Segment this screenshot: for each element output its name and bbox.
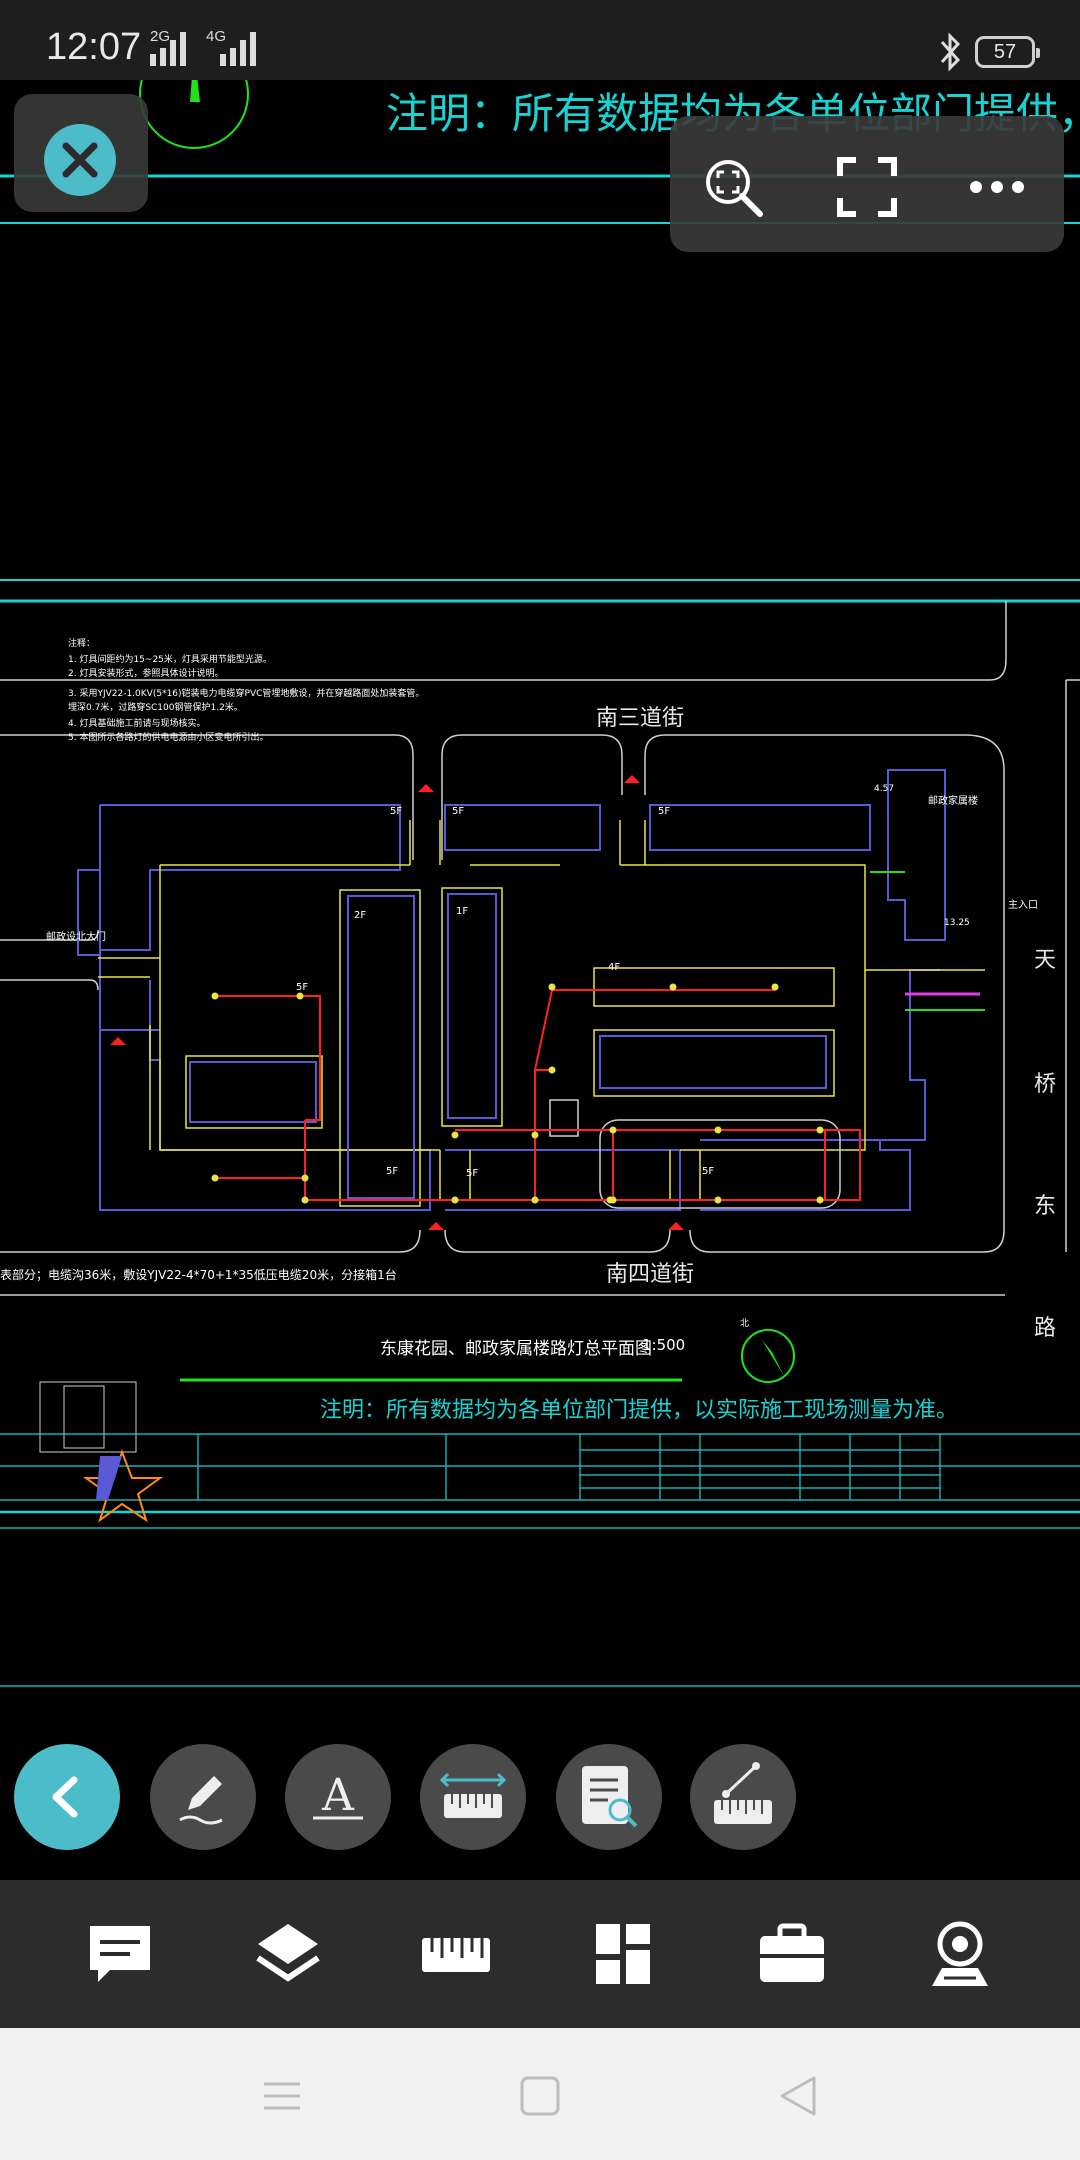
3d-view-button[interactable] — [920, 1914, 1000, 1994]
fullscreen-icon — [837, 157, 897, 217]
back-triangle-icon — [780, 2076, 816, 2116]
home-nav-button[interactable] — [512, 2068, 568, 2124]
zoom-region-icon — [706, 160, 763, 217]
3d-view-icon — [932, 1921, 988, 1986]
floor-label: 1F — [456, 906, 469, 917]
measure-length-button[interactable] — [420, 1744, 526, 1850]
floor-label: 4F — [608, 962, 621, 973]
building-label: 邮政家属楼 — [928, 796, 978, 807]
north-label: 北 — [740, 1319, 750, 1329]
layers-button[interactable] — [248, 1914, 328, 1994]
note-line: 3. 采用YJV22-1.0KV(5*16)铠装电力电缆穿PVC管埋地敷设，并在… — [68, 689, 425, 699]
street-south-label: 南四道街 — [606, 1262, 695, 1287]
note-line: 5. 本图所示各路灯的供电电源由小区变电所引出。 — [68, 733, 269, 743]
measure-line-icon — [714, 1762, 772, 1824]
floor-label: 2F — [354, 910, 367, 921]
status-bar: 12:07 2G 4G 57 — [0, 0, 1080, 80]
floor-label: 5F — [386, 1166, 399, 1177]
floor-label: 5F — [390, 806, 403, 817]
note-line: 4. 灯具基础施工前请与现场核实。 — [68, 719, 206, 729]
cad-drawing-viewer[interactable]: 注明：所有数据均为各单位部门提供，以实 注释： 1. 灯具间距约为15~25米，… — [0, 80, 1080, 1880]
more-icon — [970, 181, 1024, 193]
home-icon — [520, 2076, 560, 2116]
note-line: 2. 灯具安装形式，参照具体设计说明。 — [68, 669, 224, 679]
drawing-note: 注明：所有数据均为各单位部门提供，以实际施工现场测量为准。 — [320, 1398, 959, 1423]
road-east-label: 桥 — [1034, 1072, 1057, 1097]
road-east-label: 天 — [1034, 948, 1057, 973]
comment-icon — [90, 1926, 150, 1982]
drawing-scale: 1:500 — [642, 1336, 686, 1354]
text-tool-button[interactable]: A — [285, 1744, 391, 1850]
toolbox-icon — [760, 1923, 824, 1982]
dimension-label: 4.57 — [874, 784, 895, 794]
more-button[interactable] — [964, 154, 1030, 220]
floor-label: 5F — [452, 806, 465, 817]
road-east-label: 路 — [1034, 1316, 1057, 1341]
ruler-measure-icon — [439, 1772, 507, 1818]
cable-note: 表部分；电缆沟36米，敷设YJV22-4*70+1*35低压电缆20米，分接箱1… — [0, 1268, 397, 1282]
bluetooth-icon — [940, 32, 961, 72]
layers-icon — [256, 1924, 320, 1982]
document-search-icon — [582, 1766, 638, 1828]
drawing-title: 东康花园、邮政家属楼路灯总平面图 — [380, 1339, 652, 1359]
network-2g-label: 2G — [150, 28, 171, 45]
signal-4g-icon — [220, 32, 256, 66]
floor-label: 5F — [466, 1168, 479, 1179]
svg-text:A: A — [321, 1770, 355, 1821]
dimension-label: 13.25 — [944, 918, 970, 928]
zoom-region-button[interactable] — [700, 154, 766, 220]
comment-button[interactable] — [80, 1914, 160, 1994]
ruler-button[interactable] — [416, 1914, 496, 1994]
grid-icon — [596, 1924, 650, 1984]
chevron-left-icon — [52, 1776, 78, 1818]
signal-2g-icon — [150, 32, 186, 66]
fullscreen-button[interactable] — [834, 154, 900, 220]
close-button[interactable] — [14, 94, 148, 212]
ruler-icon — [422, 1938, 490, 1972]
battery-indicator: 57 — [975, 36, 1040, 68]
pencil-icon — [179, 1776, 223, 1825]
cad-canvas[interactable] — [0, 80, 1080, 1880]
find-text-button[interactable] — [556, 1744, 662, 1850]
back-button[interactable] — [14, 1744, 120, 1850]
floor-label: 5F — [658, 806, 671, 817]
note-line: 埋深0.7米，过路穿SC100钢管保护1.2米。 — [68, 703, 243, 713]
text-icon: A — [313, 1770, 363, 1821]
close-icon — [44, 124, 116, 196]
road-east-label: 东 — [1034, 1194, 1057, 1219]
back-nav-button[interactable] — [770, 2068, 826, 2124]
network-4g-label: 4G — [206, 28, 227, 45]
menu-nav-button[interactable] — [254, 2068, 310, 2124]
menu-icon — [264, 2082, 300, 2110]
system-nav-bar — [0, 2028, 1080, 2160]
bottom-toolbar — [0, 1880, 1080, 2028]
street-north-label: 南三道街 — [596, 706, 685, 731]
notes-header: 注释： — [68, 639, 96, 649]
main-entrance-label: 主入口 — [1008, 900, 1038, 911]
grid-button[interactable] — [584, 1914, 664, 1994]
clock: 12:07 — [46, 26, 142, 68]
annotate-button[interactable] — [150, 1744, 256, 1850]
note-line: 1. 灯具间距约为15~25米，灯具采用节能型光源。 — [68, 655, 272, 665]
top-toolbar — [670, 116, 1064, 252]
measure-line-button[interactable] — [690, 1744, 796, 1850]
toolbox-button[interactable] — [752, 1914, 832, 1994]
floor-label: 5F — [296, 982, 309, 993]
side-gate-label: 邮政设北大门 — [46, 932, 106, 943]
floor-label: 5F — [702, 1166, 715, 1177]
